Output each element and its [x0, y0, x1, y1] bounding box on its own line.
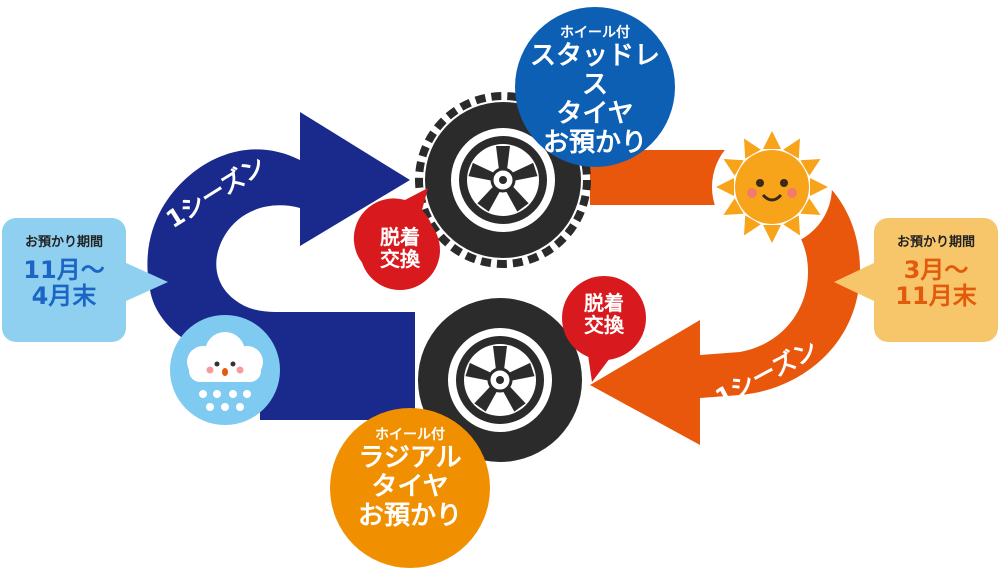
winter-period-box [2, 218, 168, 342]
exchange-label-top: 脱着 交換 [360, 226, 440, 271]
winter-period-title: お預かり期間 [24, 235, 103, 250]
radial-line3: お預かり [357, 500, 462, 531]
exchange-bottom-line2: 交換 [584, 313, 624, 338]
tire-icon-bottom [418, 298, 582, 462]
summer-period-label: お預かり期間 3月〜 11月末 [874, 235, 998, 311]
sun-icon [712, 127, 832, 247]
winter-period-line1: 11月〜 [23, 255, 105, 284]
summer-period-title: お預かり期間 [896, 235, 975, 250]
studless-storage-label: ホイール付 スタッドレス タイヤ お預かり [520, 25, 670, 158]
summer-period-line1: 3月〜 [903, 255, 969, 284]
exchange-top-line1: 脱着 [380, 225, 420, 249]
summer-period-box [834, 218, 998, 342]
radial-line1: ラジアル [358, 442, 462, 473]
winter-period-label: お預かり期間 11月〜 4月末 [2, 235, 126, 311]
studless-line2: タイヤ [556, 98, 634, 129]
winter-arrow-lower [260, 350, 415, 420]
radial-small-text: ホイール付 [375, 427, 445, 443]
exchange-top-line2: 交換 [380, 247, 420, 272]
studless-line1: スタッドレス [529, 40, 660, 100]
studless-line3: お預かり [542, 128, 647, 158]
exchange-bottom-line1: 脱着 [584, 291, 624, 315]
exchange-label-bottom: 脱着 交換 [564, 292, 644, 337]
radial-line2: タイヤ [371, 471, 449, 502]
summer-period-line2: 11月末 [895, 282, 977, 311]
snow-cloud-icon [170, 315, 280, 425]
radial-storage-label: ホイール付 ラジアル タイヤ お預かり [335, 427, 485, 531]
winter-cycle-arrow [147, 112, 416, 360]
exchange-bubble-bottom [562, 276, 646, 360]
radial-storage-circle [330, 408, 490, 568]
winter-period-line2: 4月末 [31, 282, 97, 311]
studless-small-text: ホイール付 [560, 25, 630, 41]
studless-storage-circle [515, 7, 675, 167]
